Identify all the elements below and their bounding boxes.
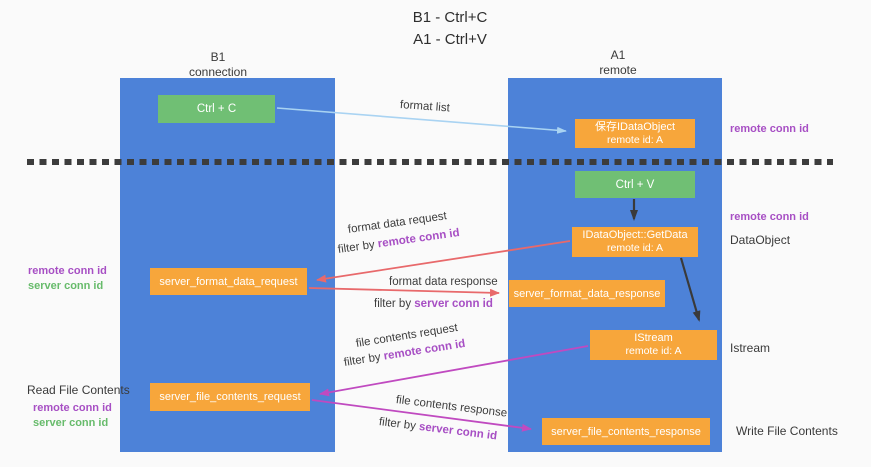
getdata-line1: IDataObject::GetData: [582, 229, 688, 241]
node-server-format-data-request: server_format_data_request: [150, 268, 307, 295]
title-line-2: A1 - Ctrl+V: [413, 31, 487, 48]
lane-a1-name: A1: [610, 48, 626, 62]
format-data-response-label: format data response: [389, 276, 498, 288]
remote-conn-id-text: remote conn id: [377, 226, 461, 251]
server-conn-id-annotation-left2: server conn id: [33, 417, 109, 429]
filter-by-text: filter by: [343, 351, 382, 369]
node-server-file-contents-response: server_file_contents_response: [542, 418, 710, 445]
lane-b1-name: B1: [210, 50, 226, 64]
diagram-title: B1 - Ctrl+C A1 - Ctrl+V: [365, 7, 535, 51]
dataobject-annotation: DataObject: [730, 233, 791, 247]
file-contents-response-label: file contents response: [395, 394, 508, 420]
remote-conn-id-annotation-left1: remote conn id: [28, 265, 107, 277]
node-server-format-data-response: server_format_data_response: [509, 280, 665, 307]
node-ctrl-c: Ctrl + C: [158, 95, 275, 123]
remote-conn-id-annotation-mid: remote conn id: [730, 211, 809, 223]
istream-line1: IStream: [634, 332, 673, 344]
server-conn-id-text: server conn id: [414, 298, 493, 310]
lane-a1-subtitle: remote: [599, 63, 637, 77]
file-response-label: server_file_contents_response: [551, 425, 701, 438]
node-server-file-contents-request: server_file_contents_request: [150, 383, 310, 411]
server-conn-id-text: server conn id: [418, 420, 498, 443]
lane-header-a1: A1 remote: [548, 48, 688, 78]
server-conn-id-annotation-left1: server conn id: [28, 280, 104, 292]
node-istream: IStream remote id: A: [590, 330, 717, 360]
lane-header-b1: B1 connection: [148, 50, 288, 80]
title-line-1: B1 - Ctrl+C: [412, 9, 488, 26]
ctrl-c-label: Ctrl + C: [196, 103, 237, 115]
file-response-filter-label: filter by server conn id: [378, 416, 497, 442]
node-ctrl-v: Ctrl + V: [575, 171, 695, 198]
getdata-line2: remote id: A: [606, 242, 664, 254]
remote-conn-id-annotation-top: remote conn id: [730, 123, 809, 135]
lane-b1-subtitle: connection: [188, 65, 248, 79]
save-dataobject-line1: 保存IDataObject: [594, 120, 676, 133]
format-response-label: server_format_data_response: [513, 287, 661, 300]
save-dataobject-line2: remote id: A: [606, 133, 664, 146]
filter-by-text: filter by: [374, 298, 412, 310]
istream-annotation: Istream: [730, 341, 771, 355]
format-response-filter-label: filter by server conn id: [374, 298, 493, 310]
remote-conn-id-annotation-left2: remote conn id: [33, 402, 112, 414]
file-request-label: server_file_contents_request: [159, 391, 301, 403]
filter-by-text: filter by: [378, 416, 417, 433]
istream-line2: remote id: A: [625, 345, 682, 357]
format-data-response-arrow: [308, 287, 500, 297]
dashed-separator: [27, 159, 833, 165]
read-file-contents-annotation: Read File Contents: [27, 383, 130, 397]
ctrl-v-label: Ctrl + V: [615, 178, 655, 191]
node-idataobject-getdata: IDataObject::GetData remote id: A: [572, 227, 698, 257]
format-list-label: format list: [399, 99, 451, 115]
format-request-label: server_format_data_request: [159, 275, 298, 288]
node-save-dataobject: 保存IDataObject remote id: A: [575, 119, 695, 148]
filter-by-text: filter by: [337, 238, 376, 256]
write-file-contents-annotation: Write File Contents: [736, 424, 838, 438]
